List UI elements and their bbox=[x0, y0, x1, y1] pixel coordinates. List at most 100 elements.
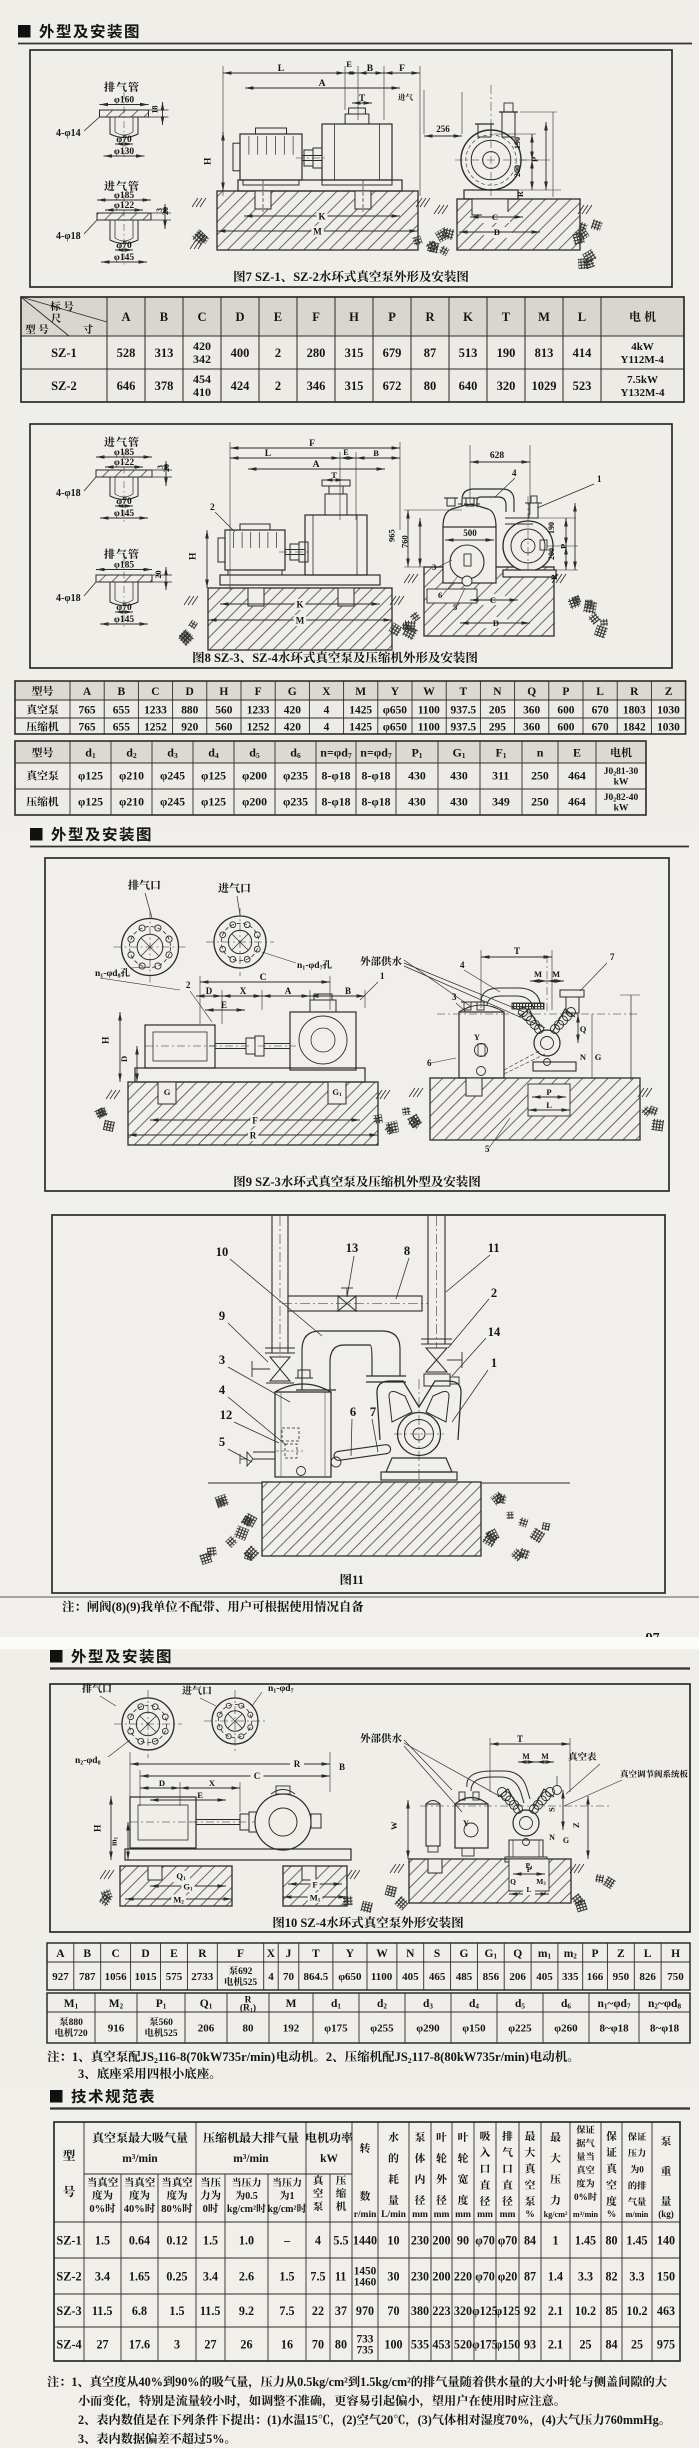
svg-text:250: 250 bbox=[531, 795, 549, 809]
svg-text:8: 8 bbox=[118, 973, 121, 979]
svg-text:0.5: 0.5 bbox=[245, 2191, 258, 2202]
svg-text:φ70: φ70 bbox=[116, 241, 132, 251]
svg-text:Z: Z bbox=[571, 1822, 581, 1828]
svg-text:140: 140 bbox=[657, 2234, 675, 2248]
svg-text:0.25: 0.25 bbox=[166, 2270, 187, 2284]
svg-text:P: P bbox=[156, 1998, 163, 2010]
svg-text:(4): (4) bbox=[542, 2413, 556, 2427]
svg-text:315: 315 bbox=[345, 346, 364, 360]
svg-text:P: P bbox=[546, 1087, 551, 1097]
svg-text:560: 560 bbox=[215, 705, 232, 717]
svg-text:85: 85 bbox=[606, 2304, 618, 2318]
svg-text:655: 655 bbox=[113, 705, 130, 717]
svg-text:8~φ18: 8~φ18 bbox=[650, 2023, 680, 2035]
svg-text:n: n bbox=[268, 1684, 274, 1694]
svg-text:(1): (1) bbox=[267, 2413, 281, 2427]
svg-text:C: C bbox=[260, 973, 267, 983]
svg-text:G: G bbox=[183, 1882, 190, 1892]
svg-text:E: E bbox=[343, 448, 348, 457]
svg-text:kg/cm²: kg/cm² bbox=[227, 2204, 256, 2215]
svg-text:670: 670 bbox=[592, 722, 609, 734]
svg-text:7.5kW: 7.5kW bbox=[627, 374, 658, 386]
svg-text:1: 1 bbox=[318, 1898, 321, 1904]
svg-text:6: 6 bbox=[427, 1058, 432, 1068]
svg-text:φ70: φ70 bbox=[116, 603, 132, 613]
svg-text:5.5: 5.5 bbox=[333, 2234, 348, 2248]
svg-text:7: 7 bbox=[388, 751, 392, 760]
svg-text:H: H bbox=[671, 1948, 680, 1960]
svg-text:7: 7 bbox=[627, 2003, 631, 2011]
svg-text:R: R bbox=[245, 1996, 252, 2006]
svg-text:4: 4 bbox=[315, 2234, 321, 2248]
svg-text:E: E bbox=[346, 59, 352, 69]
svg-text:81-30: 81-30 bbox=[616, 767, 638, 777]
svg-text:200: 200 bbox=[547, 548, 556, 560]
svg-text:H: H bbox=[203, 157, 213, 165]
svg-text:A: A bbox=[313, 460, 320, 470]
svg-text:8-φ18: 8-φ18 bbox=[322, 795, 351, 809]
svg-text:17.6: 17.6 bbox=[129, 2338, 150, 2352]
svg-text:90%: 90% bbox=[175, 2375, 199, 2389]
svg-text:10: 10 bbox=[216, 1245, 229, 1259]
svg-text:223: 223 bbox=[432, 2304, 450, 2318]
svg-text:8-φ18: 8-φ18 bbox=[362, 769, 391, 783]
svg-text:m³/min: m³/min bbox=[573, 2210, 599, 2219]
svg-text:R: R bbox=[250, 1131, 257, 1141]
svg-text:SZ-2: SZ-2 bbox=[56, 2270, 81, 2284]
svg-text:3: 3 bbox=[174, 2338, 180, 2352]
svg-text:W: W bbox=[376, 1948, 388, 1960]
svg-text:14: 14 bbox=[488, 1325, 501, 1339]
svg-text:25: 25 bbox=[580, 2338, 592, 2352]
svg-text:mm: mm bbox=[455, 2210, 471, 2220]
svg-text:D: D bbox=[141, 1948, 149, 1960]
svg-text:φ130: φ130 bbox=[114, 147, 134, 157]
svg-text:(kg): (kg) bbox=[658, 2209, 674, 2219]
svg-text:1030: 1030 bbox=[657, 705, 680, 717]
svg-text:205: 205 bbox=[489, 705, 506, 717]
svg-text:206: 206 bbox=[509, 1971, 526, 1983]
svg-text:K: K bbox=[463, 310, 473, 324]
svg-text:18: 18 bbox=[151, 106, 160, 114]
svg-text:7: 7 bbox=[291, 1688, 294, 1694]
svg-text:1: 1 bbox=[462, 751, 466, 760]
svg-text:1: 1 bbox=[380, 971, 385, 981]
svg-text:813: 813 bbox=[535, 346, 554, 360]
svg-text:1450: 1450 bbox=[354, 2266, 377, 2278]
svg-text:2: 2 bbox=[275, 379, 281, 393]
svg-text:1: 1 bbox=[71, 2375, 77, 2389]
svg-text:P: P bbox=[529, 157, 539, 162]
svg-text:70: 70 bbox=[312, 2338, 324, 2352]
svg-text:692: 692 bbox=[238, 1967, 253, 1977]
svg-text:T: T bbox=[460, 686, 468, 698]
svg-text:15: 15 bbox=[306, 2413, 318, 2427]
svg-text:200: 200 bbox=[432, 2270, 450, 2284]
svg-text:1: 1 bbox=[339, 1092, 342, 1098]
svg-text:-φd: -φd bbox=[103, 969, 118, 979]
svg-text:1: 1 bbox=[163, 2003, 167, 2011]
svg-text:1: 1 bbox=[503, 751, 507, 760]
svg-text:φ145: φ145 bbox=[114, 253, 134, 263]
svg-text:M: M bbox=[355, 686, 366, 698]
svg-text:3: 3 bbox=[78, 2432, 84, 2446]
svg-text:5: 5 bbox=[256, 751, 260, 760]
svg-text:d: d bbox=[377, 1998, 384, 2010]
svg-text:192: 192 bbox=[283, 2023, 300, 2035]
svg-text:11: 11 bbox=[352, 1573, 364, 1587]
svg-text:1.65: 1.65 bbox=[129, 2270, 150, 2284]
svg-text:R: R bbox=[516, 191, 525, 197]
svg-text:256: 256 bbox=[436, 124, 450, 134]
svg-text:10.2: 10.2 bbox=[575, 2304, 596, 2318]
svg-text:7: 7 bbox=[348, 751, 352, 760]
svg-text:80%: 80% bbox=[161, 2204, 182, 2215]
svg-text:3: 3 bbox=[174, 751, 178, 760]
svg-text:82: 82 bbox=[606, 2270, 618, 2284]
svg-text:JS: JS bbox=[141, 2050, 154, 2064]
svg-text:F: F bbox=[312, 310, 320, 324]
svg-text:kg/cm²: kg/cm² bbox=[544, 2210, 568, 2219]
svg-text:2.1: 2.1 bbox=[548, 2338, 563, 2352]
svg-text:560: 560 bbox=[159, 2018, 174, 2028]
svg-text:J0: J0 bbox=[604, 793, 614, 803]
svg-text:M: M bbox=[534, 969, 542, 979]
svg-text:M: M bbox=[64, 1998, 75, 2010]
svg-text:575: 575 bbox=[166, 1971, 183, 1983]
